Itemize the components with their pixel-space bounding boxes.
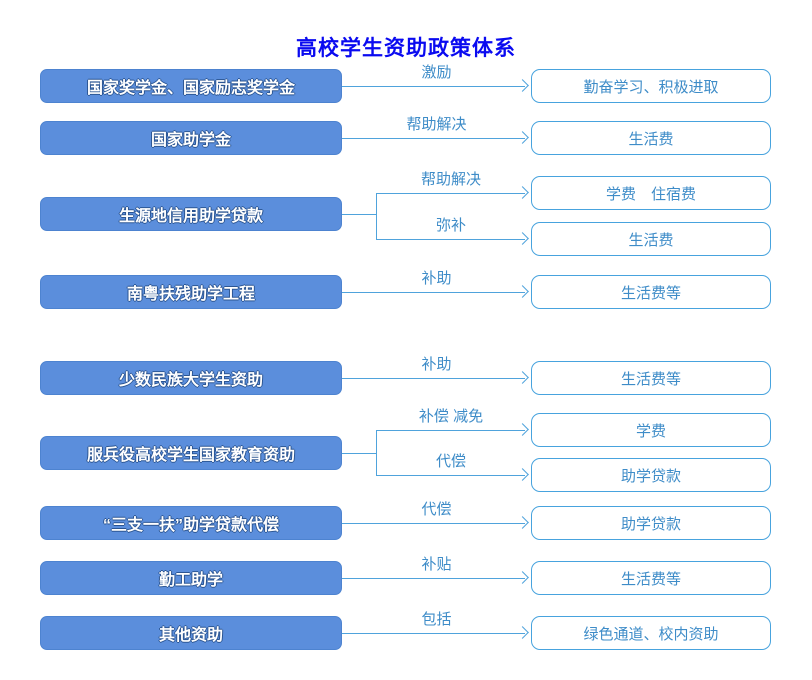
arrow-label: 包括: [421, 611, 452, 628]
connector-line: [342, 138, 525, 139]
arrow-label: 代偿: [421, 501, 452, 518]
outcome-box: 生活费等: [531, 275, 771, 309]
policy-box-nanyue: 南粤扶残助学工程: [40, 275, 342, 309]
policy-box-sanzhiyifu: “三支一扶”助学贷款代偿: [40, 506, 342, 540]
arrow-label: 补贴: [421, 556, 452, 573]
connector-stub: [342, 453, 376, 454]
connector-line: [342, 292, 525, 293]
policy-box-military: 服兵役高校学生国家教育资助: [40, 436, 342, 470]
arrow-label: 代偿: [435, 453, 466, 470]
arrow-label: 补偿 减免: [418, 408, 484, 425]
outcome-box: 生活费等: [531, 361, 771, 395]
connector-line: [342, 86, 525, 87]
outcome-box: 助学贷款: [531, 506, 771, 540]
connector-line: [376, 193, 525, 194]
arrow-label: 补助: [421, 270, 452, 287]
outcome-box: 学费 住宿费: [531, 176, 771, 210]
connector-line: [342, 523, 525, 524]
diagram-title: 高校学生资助政策体系: [296, 37, 516, 60]
connector-line: [342, 633, 525, 634]
connector-line: [376, 239, 525, 240]
connector-line: [376, 430, 525, 431]
connector-stub: [342, 214, 376, 215]
policy-box-scholarship: 国家奖学金、国家励志奖学金: [40, 69, 342, 103]
outcome-box: 绿色通道、校内资助: [531, 616, 771, 650]
outcome-box: 助学贷款: [531, 458, 771, 492]
connector-line: [342, 378, 525, 379]
outcome-box: 生活费: [531, 222, 771, 256]
policy-box-grant: 国家助学金: [40, 121, 342, 155]
policy-box-other: 其他资助: [40, 616, 342, 650]
connector-line: [376, 475, 525, 476]
policy-box-loan: 生源地信用助学贷款: [40, 197, 342, 231]
policy-box-workstudy: 勤工助学: [40, 561, 342, 595]
arrow-label: 帮助解决: [406, 116, 467, 133]
outcome-box: 学费: [531, 413, 771, 447]
outcome-box: 生活费: [531, 121, 771, 155]
arrow-label: 补助: [421, 356, 452, 373]
connector-branch-vline: [376, 430, 377, 475]
arrow-label: 弥补: [435, 217, 466, 234]
arrow-label: 帮助解决: [420, 171, 481, 188]
outcome-box: 生活费等: [531, 561, 771, 595]
connector-branch-vline: [376, 193, 377, 239]
outcome-box: 勤奋学习、积极进取: [531, 69, 771, 103]
arrow-label: 激励: [421, 64, 452, 81]
connector-line: [342, 578, 525, 579]
policy-box-minority: 少数民族大学生资助: [40, 361, 342, 395]
